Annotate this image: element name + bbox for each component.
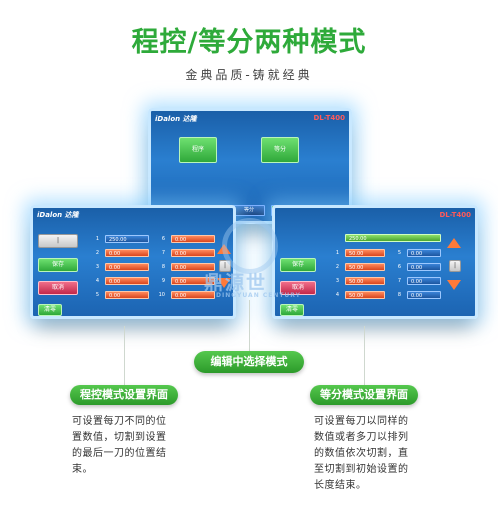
row-number: 5 [397, 250, 401, 256]
equal-mode-screen: DL-T400 保存 取消 清零 250.00 1 50.00 5 0.00 2… [272, 205, 478, 319]
division-cell[interactable]: 0.00 [407, 249, 441, 257]
position-cell[interactable]: 0.00 [171, 263, 215, 271]
row-number: 5 [95, 292, 99, 298]
clear-button[interactable]: 清零 [38, 304, 62, 316]
row-number: 7 [397, 278, 401, 284]
division-cell[interactable]: 0.00 [407, 263, 441, 271]
row-number: 3 [95, 264, 99, 270]
equal-mode-description: 可设置每刀以同样的 数值或者多刀以排列 的数值依次切割，直 至切割到初始设置的 … [314, 416, 409, 491]
row-number: 1 [95, 236, 99, 242]
page-down-icon[interactable] [447, 280, 461, 290]
cursor-button[interactable]: | [449, 260, 461, 272]
connector-line [364, 326, 365, 386]
row-number: 2 [335, 264, 339, 270]
row-number: 4 [95, 278, 99, 284]
program-mode-description: 可设置每刀不同的位 置数值，切割到设置 的最后一刀的位置结 束。 [72, 416, 167, 475]
clear-button[interactable]: 清零 [280, 304, 304, 316]
position-cell[interactable]: 0.00 [171, 249, 215, 257]
save-button[interactable]: 保存 [280, 258, 316, 272]
cancel-button[interactable]: 取消 [38, 281, 78, 295]
total-length-cell[interactable]: 250.00 [345, 234, 441, 242]
position-cell[interactable]: 0.00 [171, 291, 215, 299]
position-cell[interactable]: 0.00 [105, 291, 149, 299]
watermark-logo-icon [222, 218, 278, 274]
watermark-text: 鼎源世 [204, 272, 268, 294]
program-mode-button[interactable]: 程序 [179, 137, 217, 163]
division-cell[interactable]: 50.00 [345, 277, 385, 285]
brand-logo: iDalon 达隆 [37, 211, 79, 219]
equal-mode-title: 等分模式设置界面 [310, 385, 418, 405]
page-down-icon[interactable] [217, 278, 231, 288]
position-cell[interactable]: 250.00 [105, 235, 149, 243]
program-mode-title: 程控模式设置界面 [70, 385, 178, 405]
row-number: 2 [95, 250, 99, 256]
blank-input-button[interactable]: | [38, 234, 78, 248]
save-button[interactable]: 保存 [38, 258, 78, 272]
division-cell[interactable]: 0.00 [407, 291, 441, 299]
row-number: 8 [161, 264, 165, 270]
row-number: 7 [161, 250, 165, 256]
row-number: 9 [161, 278, 165, 284]
program-mode-screen: iDalon 达隆 | 保存 取消 清零 1 250.00 6 0.00 2 0… [30, 205, 236, 319]
equal-mode-button[interactable]: 等分 [261, 137, 299, 163]
connector-line [249, 300, 250, 352]
model-label: DL-T400 [439, 211, 471, 219]
position-cell[interactable]: 0.00 [105, 277, 149, 285]
page-title: 程控/等分两种模式 [131, 27, 367, 58]
row-number: 3 [335, 278, 339, 284]
row-number: 4 [335, 292, 339, 298]
row-number: 6 [161, 236, 165, 242]
connector-line [124, 326, 125, 386]
position-cell[interactable]: 0.00 [105, 249, 149, 257]
page-up-icon[interactable] [447, 238, 461, 248]
watermark-subtext: DINGYUAN CENTURY [216, 292, 301, 299]
row-number: 8 [397, 292, 401, 298]
position-cell[interactable]: 0.00 [105, 263, 149, 271]
tab-equal[interactable]: 等分 [233, 205, 265, 216]
row-number: 10 [158, 292, 165, 298]
division-cell[interactable]: 50.00 [345, 291, 385, 299]
division-cell[interactable]: 50.00 [345, 249, 385, 257]
model-label: DL-T400 [313, 114, 345, 122]
page-subtitle: 金典品质-铸就经典 [185, 68, 313, 82]
row-number: 1 [335, 250, 339, 256]
brand-logo: iDalon 达隆 [155, 115, 197, 123]
division-cell[interactable]: 0.00 [407, 277, 441, 285]
position-cell[interactable]: 0.00 [171, 277, 215, 285]
cancel-button[interactable]: 取消 [280, 281, 316, 295]
position-cell[interactable]: 0.00 [171, 235, 215, 243]
center-mode-label: 编辑中选择模式 [194, 351, 304, 373]
division-cell[interactable]: 50.00 [345, 263, 385, 271]
row-number: 6 [397, 264, 401, 270]
